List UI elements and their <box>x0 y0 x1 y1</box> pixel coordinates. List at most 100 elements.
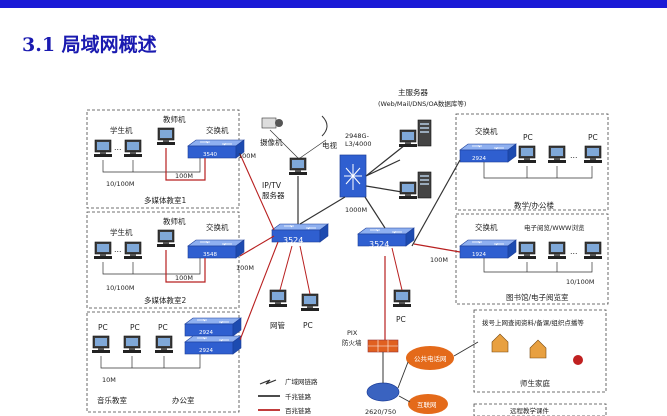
label-switch-mid-right: 交换机 <box>475 222 498 232</box>
legend-wan-symbol <box>259 379 277 385</box>
teaching-office-group: 交换机 PC PC 2924 … 教学/办公楼 <box>411 113 609 247</box>
label-teaching-office: 教学/办公楼 <box>514 200 555 210</box>
page-title: 3.1 局域网概述 <box>22 34 157 56</box>
server-icon <box>417 171 432 199</box>
music-office-group: PC PC PC 2924 2924 10M 音乐教室 办公室 <box>86 311 242 413</box>
room-2-group: 学生机 教师机 交换机 … 3548 100M 10/100M 多媒体教室2 <box>86 211 245 309</box>
label-pc-tr2: PC <box>588 133 598 142</box>
label-pc-admin: PC <box>303 321 313 330</box>
server-icon <box>417 119 432 147</box>
label-100m-1: 100M <box>175 172 193 180</box>
pc-icon <box>517 241 537 260</box>
label-admin: 网管 <box>270 320 285 330</box>
room-1-group: 学生机 教师机 交换机 … 3540 100M 10/100M 多媒体教室1 <box>86 109 245 209</box>
sw-3548-label: 3548 <box>203 252 217 258</box>
label-pc-b: PC <box>130 323 140 332</box>
sw-2924-label-a: 2924 <box>199 330 213 336</box>
room-1-border <box>86 109 240 209</box>
pc-icon <box>583 241 603 260</box>
switch-2924-icon <box>184 335 242 355</box>
label-10m: 10M <box>102 376 116 384</box>
satellite-dish-icon <box>321 115 328 137</box>
switch-1924-icon <box>459 239 517 259</box>
pc-icon <box>517 145 537 164</box>
label-room-2: 多媒体教室2 <box>144 295 186 305</box>
label-1000m: 1000M <box>345 206 367 214</box>
firewall-router-group: PIX 防火墙 2620/750 <box>342 256 400 416</box>
label-100m-top: 100M <box>238 152 256 160</box>
student-pc-icon <box>123 139 143 158</box>
label-10-100m-1: 10/100M <box>106 180 134 188</box>
center-group: 摄像机 电视 IP/TV 服务器 3524 3524 2948G- L3/400… <box>236 115 415 341</box>
label-iptv-1: IP/TV <box>262 181 282 190</box>
label-teacher-pc-2: 教师机 <box>163 216 186 226</box>
house-icon <box>529 339 547 359</box>
label-server-types: (Web/Mail/DNS/OA数据库等) <box>378 99 466 108</box>
label-pc-tr1: PC <box>523 133 533 142</box>
label-pc-a: PC <box>98 323 108 332</box>
legend-100m-label: 百兆链路 <box>285 406 312 415</box>
label-bottom-right: 远程教学课件 <box>510 406 550 415</box>
pc-icon <box>392 289 412 308</box>
remote-border <box>473 403 607 416</box>
label-library: 图书馆/电子阅览室 <box>506 292 569 302</box>
label-teacher-home: 师生家庭 <box>520 378 550 388</box>
label-camera: 摄像机 <box>260 137 283 147</box>
label-switch-2: 交换机 <box>206 222 229 232</box>
label-switch-top-right: 交换机 <box>475 126 498 136</box>
pc-icon <box>300 293 320 312</box>
label-core-2: L3/4000 <box>345 140 372 148</box>
label-router: 2620/750 <box>365 408 396 416</box>
label-student-pc-2: 学生机 <box>110 227 133 237</box>
ellipsis-4: … <box>570 247 578 256</box>
label-switch-1: 交换机 <box>206 125 229 135</box>
sw-3524-left-label: 3524 <box>283 236 303 245</box>
camera-lens-icon <box>275 119 283 127</box>
internet-cloud-icon <box>408 394 448 414</box>
label-pc-c: PC <box>158 323 168 332</box>
pstn-cloud-icon <box>406 346 454 370</box>
switch-2924-icon <box>184 317 242 337</box>
iptv-server-icon <box>288 157 308 176</box>
sw-2924-right-label: 2924 <box>472 156 486 162</box>
teacher-pc-icon <box>156 127 176 146</box>
label-pix-2: 防火墙 <box>342 338 362 347</box>
phone-icon <box>573 355 583 365</box>
label-core-1: 2948G- <box>345 132 370 140</box>
server-monitor-icon <box>398 181 418 200</box>
ellipsis-1: … <box>114 143 122 152</box>
homes-group: 拨号上网查阅资料/备课/组织点播等 师生家庭 公共电话网 互联网 远程教学课件 <box>397 309 607 416</box>
servers-group: 主服务器 (Web/Mail/DNS/OA数据库等) <box>378 87 466 200</box>
admin-pc-icon <box>268 289 288 308</box>
label-reading-room: 电子阅览/WWW浏览 <box>524 223 585 232</box>
camera-icon <box>261 117 277 129</box>
switch-2924-icon <box>459 143 517 163</box>
house-icon <box>491 333 509 353</box>
label-100m-2: 100M <box>175 274 193 282</box>
label-dialup: 拨号上网查阅资料/备课/组织点播等 <box>482 318 584 327</box>
label-room-1: 多媒体教室1 <box>144 195 186 205</box>
label-pix-1: PIX <box>347 329 358 337</box>
label-internet: 互联网 <box>417 400 437 409</box>
pc-icon <box>547 145 567 164</box>
room-2-border <box>86 211 240 309</box>
legend-gig-label: 千兆链路 <box>285 392 312 401</box>
label-music-room: 音乐教室 <box>97 395 127 405</box>
pc-icon <box>91 335 111 354</box>
pc-icon <box>122 335 142 354</box>
teaching-office-border <box>455 113 609 211</box>
router-icon <box>366 382 400 402</box>
teacher-pc-icon <box>156 229 176 248</box>
label-100m-mid: 100M <box>236 264 254 272</box>
ellipsis-2: … <box>114 245 122 254</box>
library-border <box>455 213 609 305</box>
pc-icon <box>583 145 603 164</box>
pc-icon <box>154 335 174 354</box>
pc-icon <box>547 241 567 260</box>
label-iptv-2: 服务器 <box>262 190 285 200</box>
library-group: 交换机 电子阅览/WWW浏览 1924 … 10/100M 图书馆/电子阅览室 … <box>413 213 609 305</box>
top-accent-bar <box>0 0 667 8</box>
label-pc-center: PC <box>396 315 406 324</box>
student-pc-icon <box>93 241 113 260</box>
